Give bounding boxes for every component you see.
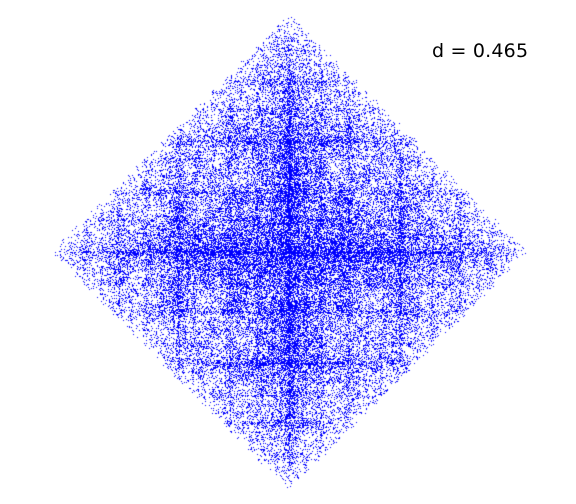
parameter-annotation: d = 0.465 xyxy=(432,40,529,62)
